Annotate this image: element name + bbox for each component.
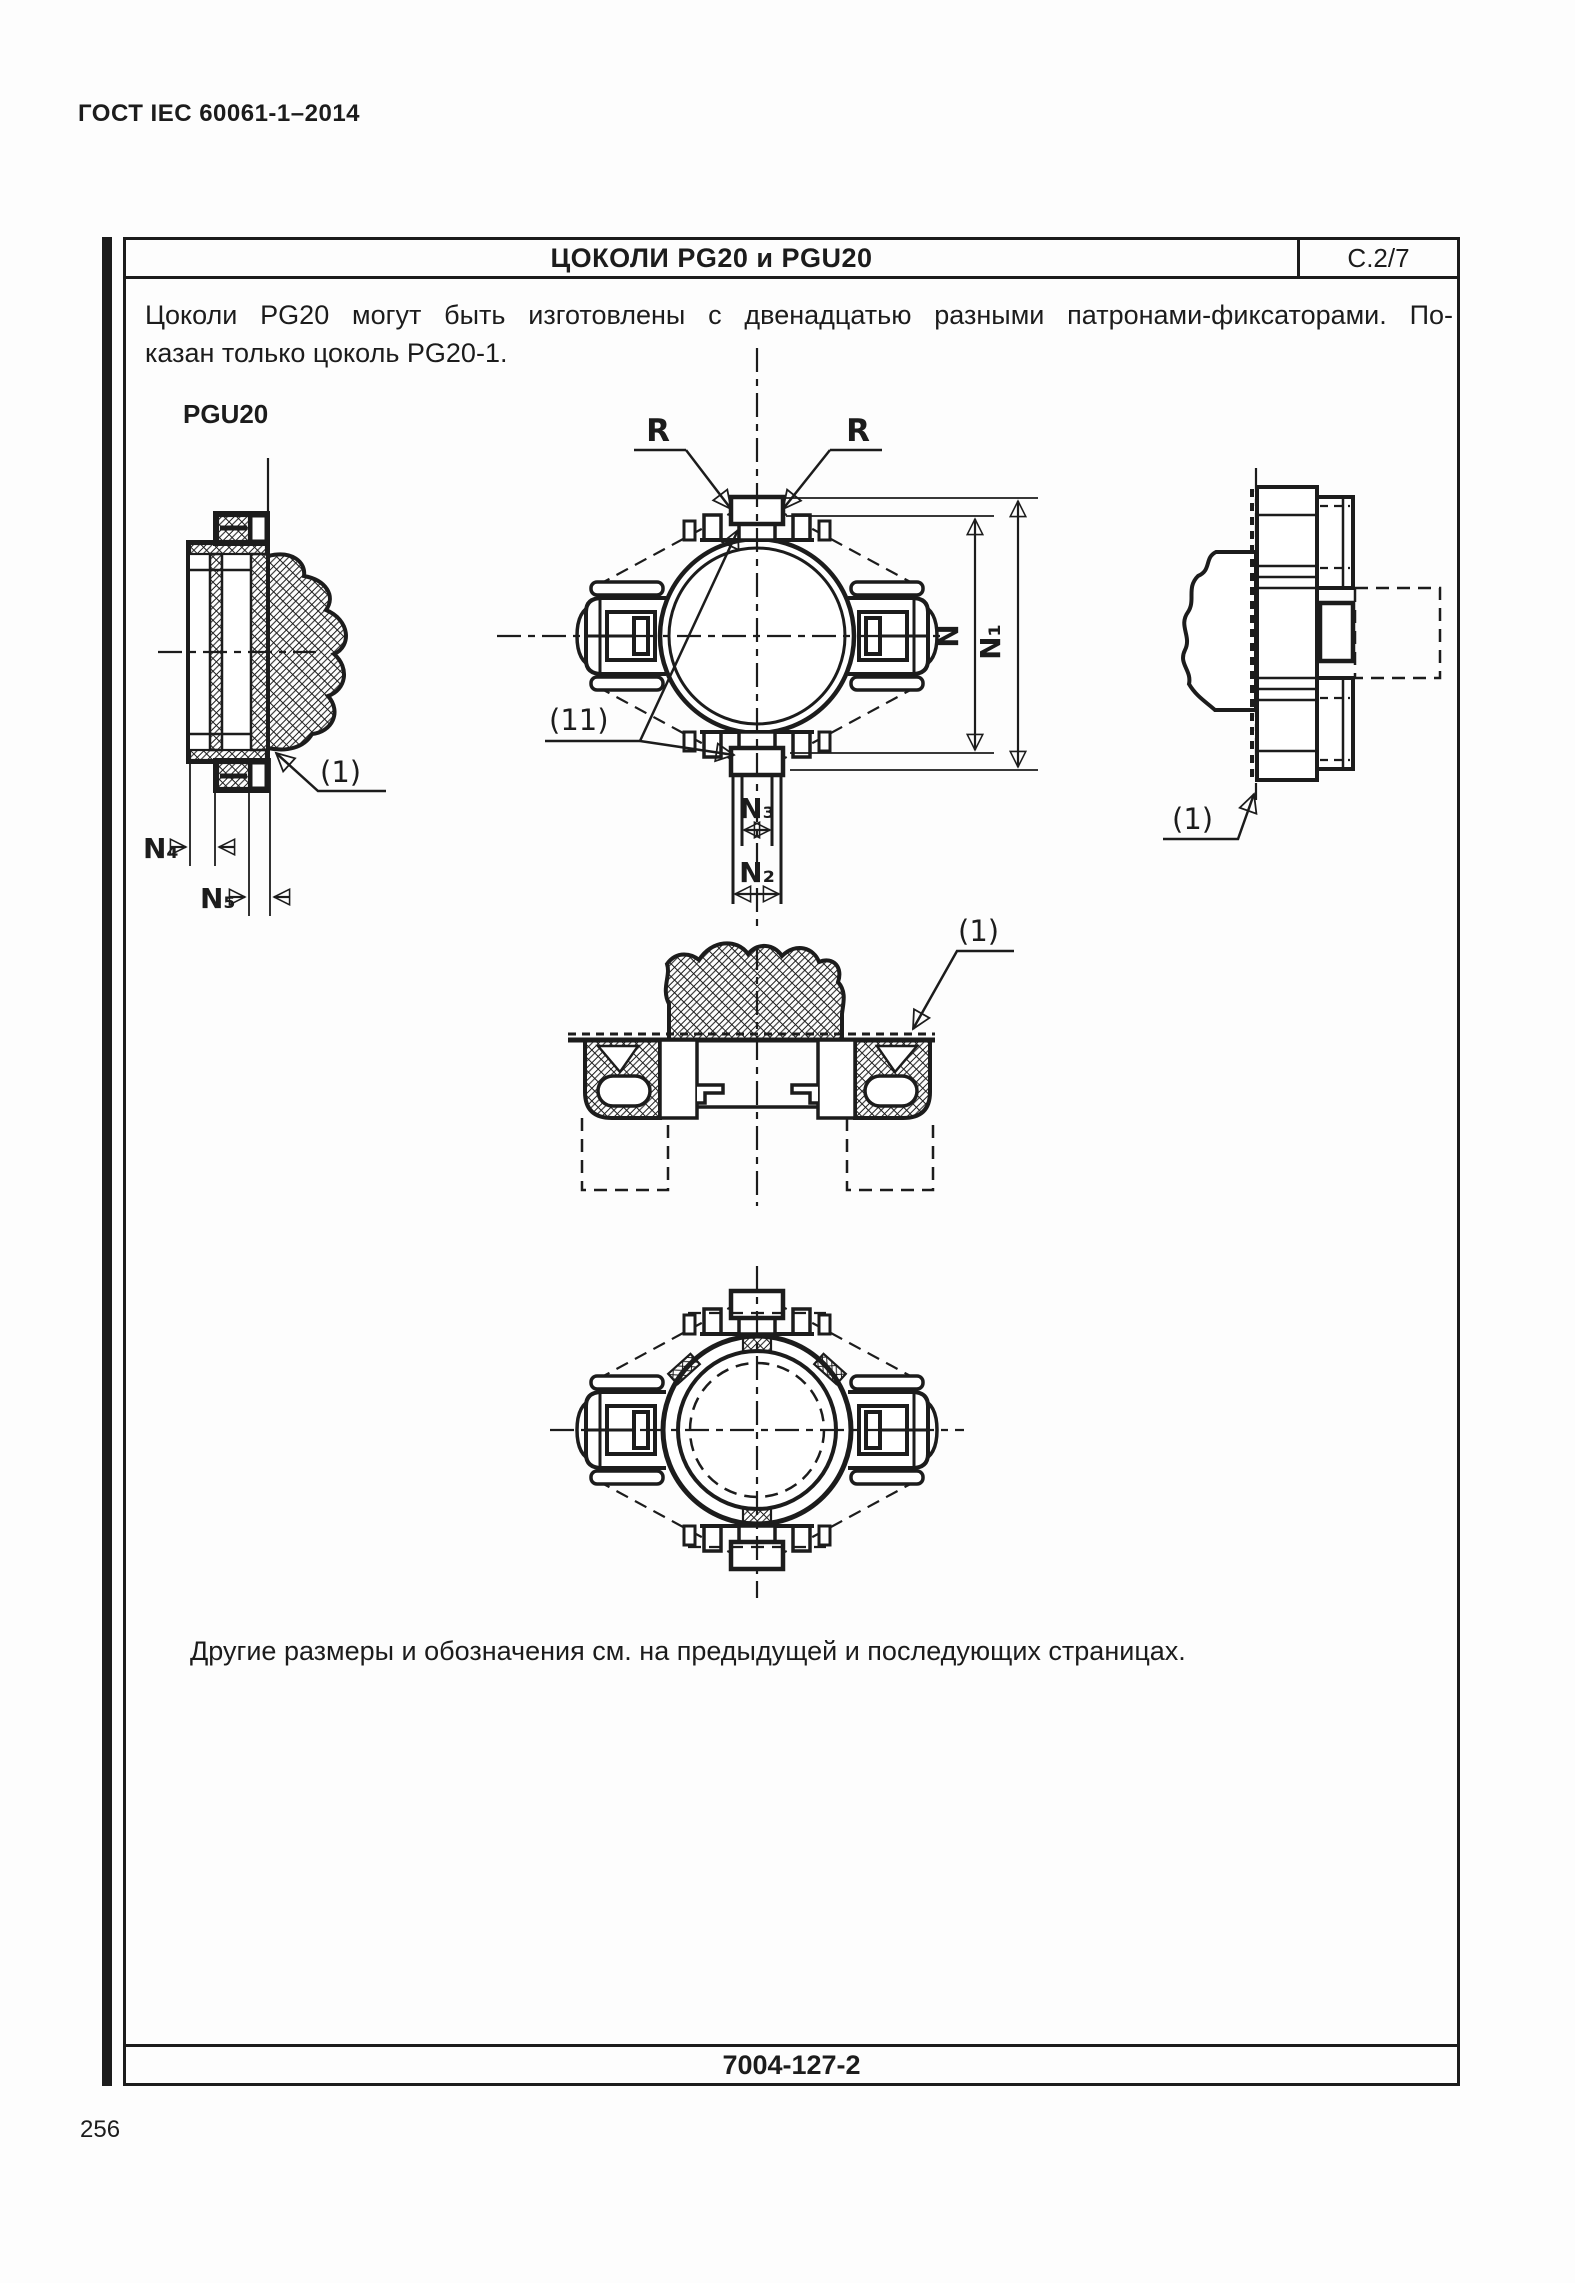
intro-paragraph: Цоколи PG20 могут быть изготовлены с две… (145, 296, 1453, 372)
page-number: 256 (80, 2116, 121, 2143)
sheet-header-row: ЦОКОЛИ PG20 и PGU20 С.2/7 (126, 240, 1457, 279)
intro-line-1: Цоколи PG20 могут быть изготовлены с две… (145, 300, 1453, 330)
sheet-number: С.2/7 (1297, 240, 1457, 276)
sheet-title: ЦОКОЛИ PG20 и PGU20 (550, 242, 873, 273)
note-text: Другие размеры и обозначения см. на пред… (190, 1636, 1186, 1666)
variant-label: PGU20 (183, 399, 269, 429)
standard-header: ГОСТ IEC 60061-1–2014 (78, 100, 361, 127)
sheet-frame: ЦОКОЛИ PG20 и PGU20 С.2/7 7004-127-2 (123, 237, 1460, 2086)
intro-line-2: казан только цоколь PG20-1. (145, 338, 508, 368)
sheet-left-rule (102, 237, 112, 2086)
drawing-code: 7004-127-2 (126, 2044, 1457, 2083)
